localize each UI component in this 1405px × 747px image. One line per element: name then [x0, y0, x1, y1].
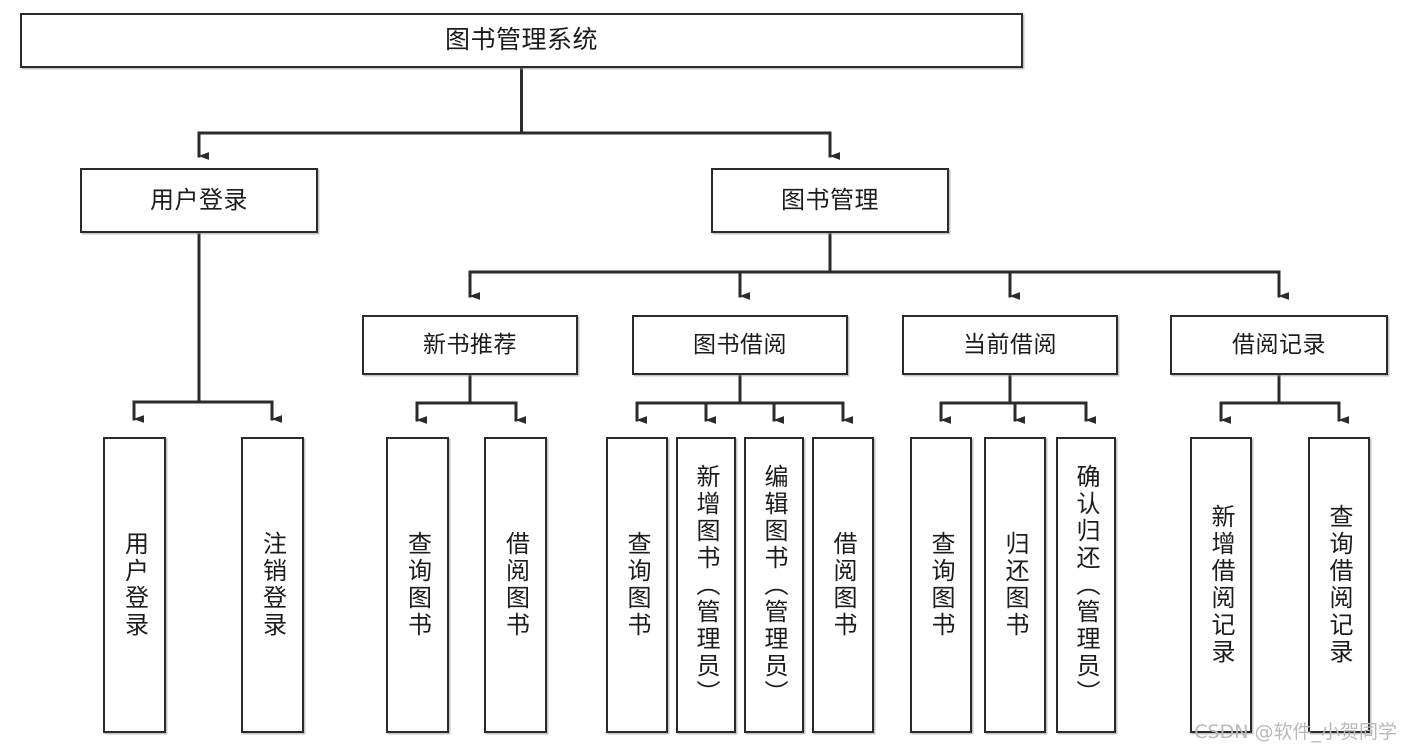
node-leaf-query-book-current[interactable]: 查询图书 — [910, 437, 972, 733]
node-leaf-user-login[interactable]: 用户登录 — [103, 437, 166, 733]
connector-group-new-book-recommend — [415, 373, 527, 424]
node-label: 注销登录 — [258, 531, 287, 639]
node-label: 图书管理系统 — [444, 25, 598, 55]
node-label: 新书推荐 — [423, 331, 517, 358]
node-label: 新增图书（管理员） — [692, 463, 720, 707]
node-label: 图书借阅 — [693, 331, 787, 358]
node-label: 查询借阅记录 — [1325, 504, 1353, 666]
node-root-system[interactable]: 图书管理系统 — [20, 13, 1023, 68]
node-label: 借阅图书 — [501, 531, 530, 639]
node-leaf-query-book-rec[interactable]: 查询图书 — [386, 437, 449, 733]
node-borrow-record[interactable]: 借阅记录 — [1170, 315, 1388, 375]
node-label: 用户登录 — [150, 185, 248, 214]
connector-group-user-login — [132, 231, 283, 423]
node-label: 归还图书 — [1001, 531, 1029, 639]
node-leaf-add-borrow-record[interactable]: 新增借阅记录 — [1190, 437, 1252, 733]
node-label: 确认归还（管理员） — [1072, 463, 1100, 707]
node-label: 查询图书 — [403, 531, 432, 639]
node-leaf-borrow-book[interactable]: 借阅图书 — [812, 437, 874, 733]
connector-group-borrow-record — [1219, 373, 1350, 424]
node-leaf-return-book[interactable]: 归还图书 — [984, 437, 1046, 733]
node-leaf-query-borrow-record[interactable]: 查询借阅记录 — [1308, 437, 1370, 733]
connector-group-current-borrow — [939, 373, 1097, 424]
node-label: 图书管理 — [781, 185, 879, 214]
node-leaf-confirm-return-admin[interactable]: 确认归还（管理员） — [1056, 437, 1116, 733]
node-label: 当前借阅 — [963, 331, 1057, 358]
node-new-book-recommend[interactable]: 新书推荐 — [362, 315, 578, 375]
node-leaf-borrow-book-rec[interactable]: 借阅图书 — [484, 437, 547, 733]
node-leaf-query-book-borrow[interactable]: 查询图书 — [606, 437, 668, 733]
node-label: 借阅图书 — [829, 531, 857, 639]
node-current-borrow[interactable]: 当前借阅 — [902, 315, 1118, 375]
node-label: 查询图书 — [927, 531, 955, 639]
node-leaf-edit-book-admin[interactable]: 编辑图书（管理员） — [744, 437, 804, 733]
node-label: 新增借阅记录 — [1207, 504, 1235, 666]
node-user-login[interactable]: 用户登录 — [80, 168, 318, 233]
node-label: 查询图书 — [623, 531, 651, 639]
node-label: 用户登录 — [120, 531, 149, 639]
connector-group-book-borrow — [635, 373, 854, 424]
node-book-manage[interactable]: 图书管理 — [711, 168, 949, 233]
node-leaf-add-book-admin[interactable]: 新增图书（管理员） — [676, 437, 736, 733]
node-label: 借阅记录 — [1232, 331, 1326, 358]
node-leaf-user-logout[interactable]: 注销登录 — [241, 437, 304, 733]
node-book-borrow[interactable]: 图书借阅 — [632, 315, 848, 375]
connector-group-book-manage — [468, 231, 1290, 300]
connector-group-root — [197, 66, 841, 160]
node-label: 编辑图书（管理员） — [760, 463, 788, 707]
